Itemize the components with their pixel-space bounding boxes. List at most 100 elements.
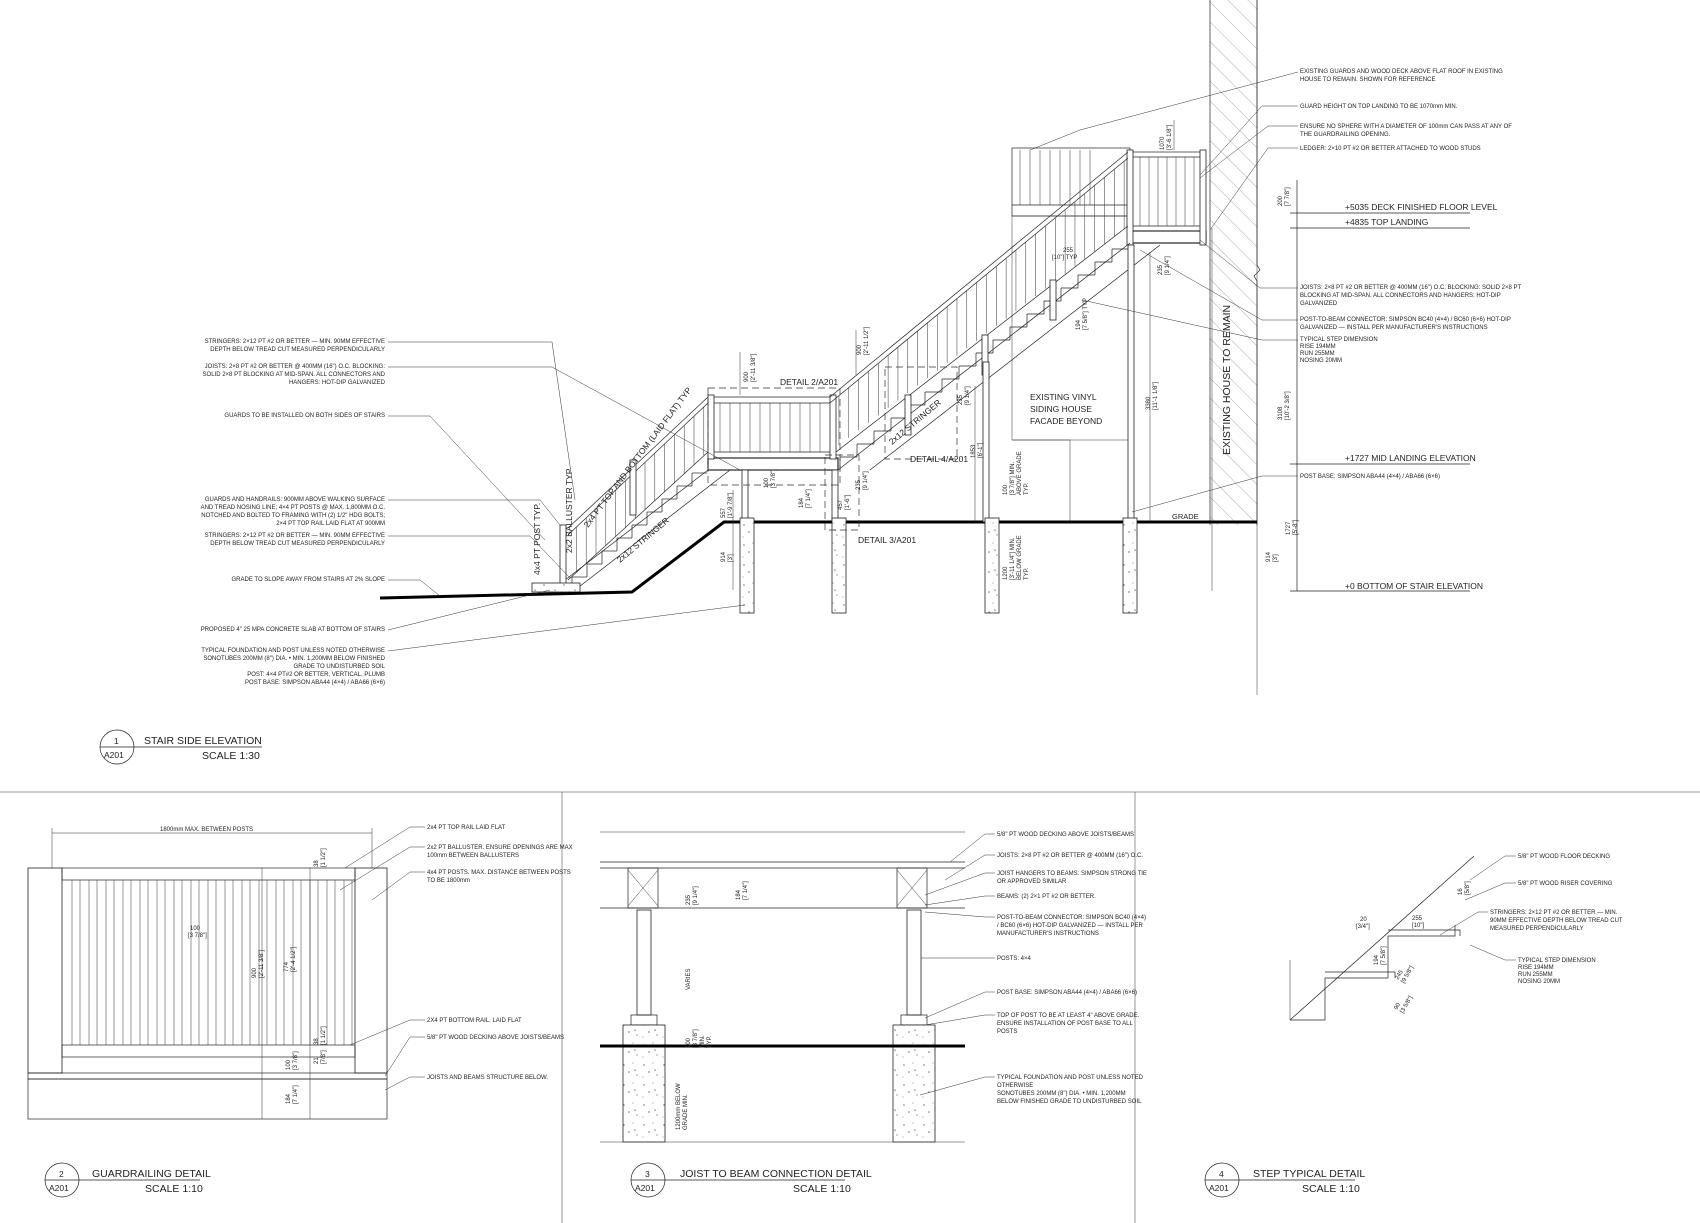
step-typical-detail: 20[3/4"] 255[10"] 194[7 5/8"] 245[9 5/8"…: [1204, 854, 1623, 1198]
title-block-1: 1 A201 STAIR SIDE ELEVATION SCALE 1:30: [99, 729, 262, 765]
dim-1070: 1070[3'-6 1/8"]: [1160, 124, 1173, 150]
note-right-existing: EXISTING GUARDS AND WOOD DECK ABOVE FLAT…: [1029, 69, 1503, 151]
svg-text:POST BASE: SIMPSON ABA44 (4×4): POST BASE: SIMPSON ABA44 (4×4) / ABA66 (…: [997, 990, 1137, 996]
guardrailing-detail: 1800mm MAX. BETWEEN POSTS 38[1 1/2"] 100…: [27, 825, 573, 1198]
level-deck: +5035 DECK FINISHED FLOOR LEVEL: [1345, 202, 1498, 212]
note-right-connector: POST-TO-BEAM CONNECTOR: SIMPSON BC40 (4×…: [1139, 249, 1511, 331]
upper-flight: [829, 151, 1161, 471]
note-right-ledger: LEDGER: 2×10 PT #2 OR BETTER ATTACHED TO…: [1209, 146, 1481, 231]
mid-landing: [707, 394, 839, 471]
existing-house-wall: EXISTING HOUSE TO REMAIN: [1209, 0, 1261, 525]
house-label: EXISTING HOUSE TO REMAIN: [1221, 305, 1233, 455]
title-block-3: 3 A201 JOIST TO BEAM CONNECTION DETAIL S…: [630, 1162, 872, 1198]
note-right-joists: JOISTS: 2×8 PT #2 OR BETTER @ 400MM (16"…: [1199, 239, 1522, 307]
dim-900-b: 900[2'-11 1/2"]: [857, 326, 870, 355]
note-left-stringers-lower: STRINGERS: 2×12 PT #2 OR BETTER — MIN. 9…: [205, 533, 571, 579]
siding-line-2: SIDING HOUSE: [1030, 404, 1092, 414]
s-dim-20: 20[3/4"]: [1356, 917, 1370, 930]
notes-right: EXISTING GUARDS AND WOOD DECK ABOVE FLAT…: [1029, 69, 1522, 513]
detail3-num: 3: [645, 1169, 650, 1179]
g-dim-21: 21[7/8"]: [314, 1050, 327, 1064]
svg-text:JOISTS: 2×8 PT #2 OR BETTER @: JOISTS: 2×8 PT #2 OR BETTER @ 400MM (16"…: [203, 364, 386, 386]
baluster-label: 2x2 BALLUSTER TYP: [564, 468, 574, 553]
svg-text:JOISTS: 2×8 PT #2 OR BETTER @: JOISTS: 2×8 PT #2 OR BETTER @ 400MM (16"…: [997, 853, 1143, 859]
lower-flight: [551, 396, 731, 591]
joist-notes: 5/8" PT WOOD DECKING ABOVE JOISTS/BEAMS …: [919, 832, 1147, 1105]
svg-text:5/8" PT WOOD RISER COVERING: 5/8" PT WOOD RISER COVERING: [1518, 881, 1613, 887]
detail2-sheet: A201: [49, 1183, 69, 1193]
detail2-title: GUARDRAILING DETAIL: [92, 1168, 211, 1180]
svg-text:2X4 PT BOTTOM RAIL. LAID FLAT: 2X4 PT BOTTOM RAIL. LAID FLAT: [427, 1018, 522, 1024]
dim-100-b: 100[3 7/8"]: [764, 469, 777, 488]
detail2-scale: SCALE 1:10: [145, 1183, 203, 1195]
svg-text:5/8" PT WOOD DECKING ABOVE JOI: 5/8" PT WOOD DECKING ABOVE JOISTS/BEAMS: [427, 1035, 564, 1041]
stringer-label-lower: 2x12 STRINGER: [615, 515, 671, 564]
callout-detail-2: DETAIL 2/A201: [780, 377, 838, 387]
g-dim-100b: 100[3 7/8"]: [286, 1051, 299, 1070]
svg-text:TOP OF POST TO BE AT LEAST 4": TOP OF POST TO BE AT LEAST 4" ABOVE GRAD…: [997, 1013, 1140, 1035]
existing-deck-guard: [1011, 147, 1131, 522]
note-left-guards-handrails: GUARDS AND HANDRAILS: 900MM ABOVE WALKIN…: [201, 497, 561, 527]
top-landing: [1126, 149, 1207, 246]
detail4-title: STEP TYPICAL DETAIL: [1253, 1168, 1365, 1180]
svg-text:ENSURE NO SPHERE WITH A DIAMET: ENSURE NO SPHERE WITH A DIAMETER OF 100m…: [1300, 124, 1512, 138]
member-labels: 2x4 PT TOP AND BOTTOM (LAID FLAT) TYP 2x…: [532, 385, 943, 575]
svg-text:GUARDS AND HANDRAILS: 900MM AB: GUARDS AND HANDRAILS: 900MM ABOVE WALKIN…: [201, 497, 386, 527]
g-dim-184: 184[7 1/4"]: [286, 1085, 299, 1104]
title-block-4: 4 A201 STEP TYPICAL DETAIL SCALE 1:10: [1204, 1162, 1365, 1198]
detail3-sheet: A201: [635, 1183, 655, 1193]
svg-text:JOISTS AND BEAMS STRUCTURE BEL: JOISTS AND BEAMS STRUCTURE BELOW.: [427, 1075, 548, 1081]
detail1-scale: SCALE 1:30: [202, 750, 260, 762]
svg-text:GUARDS TO BE INSTALLED ON BOTH: GUARDS TO BE INSTALLED ON BOTH SIDES OF …: [224, 413, 385, 419]
svg-text:STRINGERS: 2×12 PT #2 OR BETTE: STRINGERS: 2×12 PT #2 OR BETTER — MIN. 9…: [205, 339, 385, 353]
grade-label: GRADE: [1172, 512, 1199, 521]
note-left-foundation: TYPICAL FOUNDATION AND POST UNLESS NOTED…: [201, 604, 746, 686]
note-right-post-base: POST BASE: SIMPSON ABA44 (4×4) / ABA66 (…: [1131, 474, 1440, 513]
svg-text:2x4 PT TOP RAIL LAID FLAT: 2x4 PT TOP RAIL LAID FLAT: [427, 825, 506, 831]
siding-line-3: FACADE BEYOND: [1030, 416, 1102, 426]
j-dim-varies: VARIES: [686, 968, 692, 990]
note-left-guards: GUARDS TO BE INSTALLED ON BOTH SIDES OF …: [224, 413, 546, 541]
dim-3108: 3108[10'-2 3/8"]: [1278, 391, 1291, 420]
siding-line-1: EXISTING VINYL: [1030, 392, 1097, 402]
detail4-scale: SCALE 1:10: [1302, 1183, 1360, 1195]
detail1-title: STAIR SIDE ELEVATION: [144, 735, 262, 747]
detail1-sheet: A201: [104, 750, 124, 760]
dim-3380: 3380[11'-1 1/8"]: [1146, 381, 1159, 410]
svg-text:BEAMS: (2) 2×1 PT #2 OR BETTER: BEAMS: (2) 2×1 PT #2 OR BETTER.: [997, 894, 1096, 900]
joist-beam-detail: 235[9 1/4"] 184[7 1/4"] VARIES 100[3 7/8…: [600, 831, 1147, 1198]
detail4-num: 4: [1219, 1169, 1224, 1179]
dim-235-c: 235[9 1/4"]: [856, 471, 869, 490]
svg-text:PROPOSED 4" 25 MPA CONCRETE SL: PROPOSED 4" 25 MPA CONCRETE SLAB AT BOTT…: [201, 627, 385, 633]
callout-detail-4: DETAIL 4/A201: [910, 454, 968, 464]
title-block-2: 2 A201 GUARDRAILING DETAIL SCALE 1:10: [44, 1162, 211, 1198]
post-label: 4x4 PT POST TYP.: [532, 503, 542, 575]
s-dim-194: 194[7 5/8"]: [1374, 946, 1387, 965]
detail1-num: 1: [114, 736, 119, 746]
dim-914-left: 914[3']: [721, 551, 734, 562]
s-dim-255: 255[10"]: [1412, 916, 1424, 929]
dimension-lines: [732, 120, 1213, 591]
level-mid-landing: +1727 MID LANDING ELEVATION: [1345, 453, 1476, 463]
detail-callouts: DETAIL 2/A201 DETAIL 4/A201 DETAIL 3/A20…: [707, 366, 968, 545]
dim-255: 255[10"] TYP: [1052, 248, 1077, 261]
dim-1200: 1200[3'-11 1/4"] MIN.BELOW GRADETYP.: [1003, 535, 1030, 580]
note-left-grade: GRADE TO SLOPE AWAY FROM STAIRS AT 2% SL…: [232, 577, 441, 597]
g-dim-38b: 38[1 1/2"]: [314, 1026, 327, 1045]
dim-200: 200[7 7/8"]: [1278, 187, 1291, 206]
dim-914-right: 914[3']: [1266, 551, 1279, 562]
note-left-stringers-upper: STRINGERS: 2×12 PT #2 OR BETTER — MIN. 9…: [205, 339, 576, 501]
level-markers: +5035 DECK FINISHED FLOOR LEVEL +4835 TO…: [1266, 180, 1498, 592]
svg-text:STRINGERS: 2×12 PT #2 OR BETTE: STRINGERS: 2×12 PT #2 OR BETTER — MIN.90…: [1490, 910, 1623, 932]
svg-text:POSTS: 4×4: POSTS: 4×4: [997, 956, 1032, 962]
s-dim-245: 245[9 5/8"]: [1395, 961, 1416, 984]
rail-label: 2x4 PT TOP AND BOTTOM (LAID FLAT) TYP: [582, 385, 694, 529]
stair-side-elevation: EXISTING HOUSE TO REMAIN EXISTING VINYL …: [99, 0, 1522, 765]
siding-label: EXISTING VINYL SIDING HOUSE FACADE BEYON…: [1030, 392, 1102, 426]
guard-span: 1800mm MAX. BETWEEN POSTS: [160, 827, 253, 833]
g-dim-100: 100[3 7/8"]: [188, 926, 207, 939]
detail2-num: 2: [59, 1169, 64, 1179]
svg-text:5/8" PT WOOD DECKING ABOVE JOI: 5/8" PT WOOD DECKING ABOVE JOISTS/BEAMS: [997, 832, 1134, 838]
